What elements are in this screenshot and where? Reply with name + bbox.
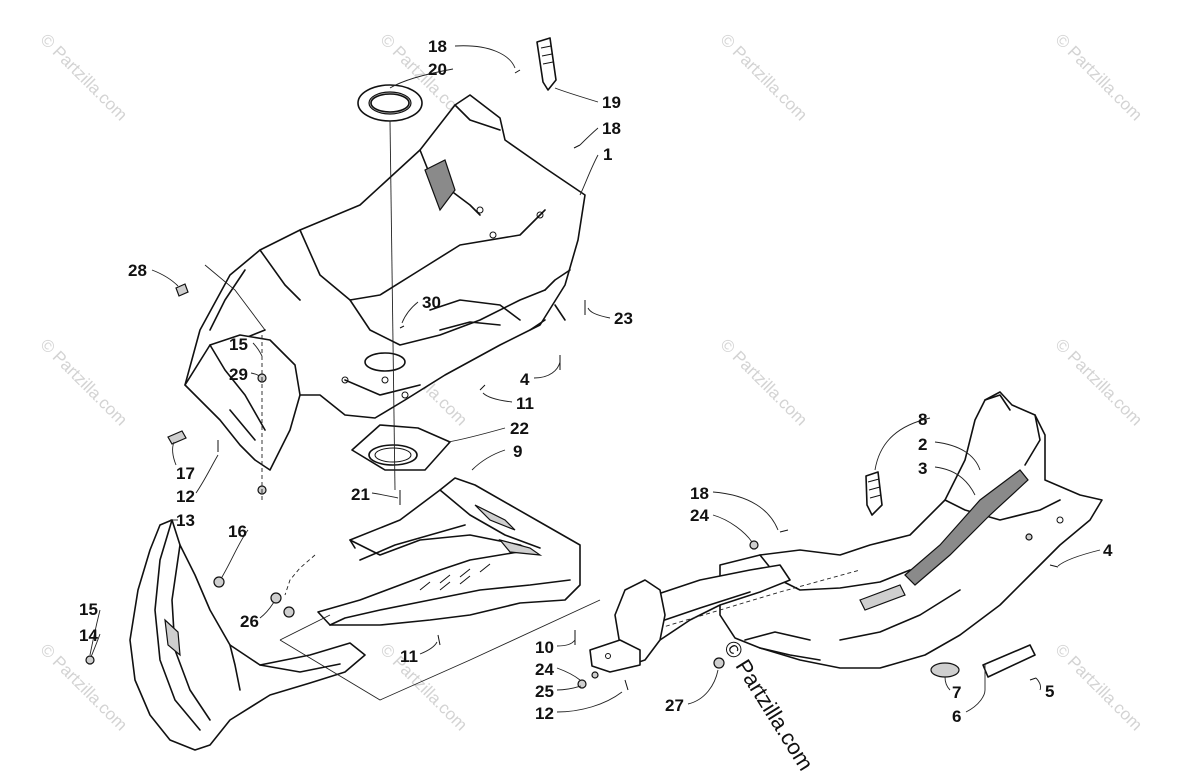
part-2-right-panel [719,391,1103,669]
part-20-ring [357,84,423,122]
bracket-line [279,614,331,641]
callout-4: 4 [1103,541,1113,560]
callout-29: 29 [229,365,248,384]
part-22-plate [351,424,451,471]
assembly-line [389,120,396,491]
callout-2: 2 [918,435,928,454]
callout-14: 14 [79,626,98,645]
bracket-line [279,599,601,701]
callout-8: 8 [918,410,928,429]
callout-1: 1 [603,145,613,164]
assembly-line [204,264,266,331]
part-tunnel-arm [589,564,861,673]
part-1-body-pan [184,94,586,421]
callout-21: 21 [351,485,370,504]
callout-28: 28 [128,261,147,280]
callout-22: 22 [510,419,529,438]
callout-23: 23 [614,309,633,328]
callout-5: 5 [1045,682,1055,701]
callout-18: 18 [428,37,447,56]
callout-16: 16 [228,522,247,541]
callout-24: 24 [690,506,709,525]
leader-lines [89,45,1101,713]
callout-12: 12 [176,487,195,506]
part-9-belly-pan [317,477,581,626]
part-6-plate [982,644,1036,678]
callout-11: 11 [400,647,418,666]
callout-26: 26 [240,612,259,631]
callout-20: 20 [428,60,447,79]
callout-15: 15 [79,600,98,619]
callout-13: 13 [176,511,195,530]
callout-6: 6 [952,707,962,726]
callout-7: 7 [952,683,962,702]
callout-17: 17 [176,464,195,483]
callout-3: 3 [918,459,928,478]
callout-27: 27 [665,696,684,715]
callout-4: 4 [520,370,530,389]
dashed-line [284,554,316,596]
callout-10: 10 [535,638,554,657]
callout-30: 30 [422,293,441,312]
part-left-fender [184,334,301,471]
callout-11: 11 [516,394,534,413]
callout-18: 18 [602,119,621,138]
part-8-strap [865,471,883,516]
callout-18: 18 [690,484,709,503]
part-7-plug [930,662,960,678]
callout-19: 19 [602,93,621,112]
small-hardware [85,69,1059,691]
callout-9: 9 [513,442,523,461]
callout-24: 24 [535,660,554,679]
callout-25: 25 [535,682,554,701]
part-19-strap [536,37,557,91]
callout-12: 12 [535,704,554,723]
part-13-side-panel [129,519,366,751]
callout-15: 15 [229,335,248,354]
